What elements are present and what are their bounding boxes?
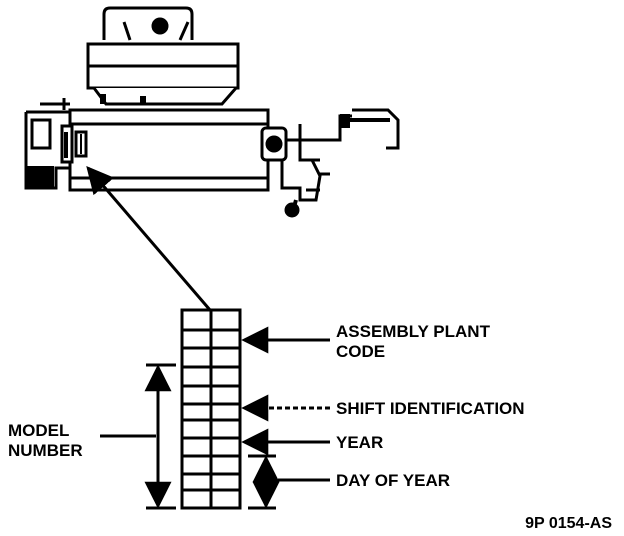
shift-identification-label: SHIFT IDENTIFICATION bbox=[336, 399, 525, 418]
day-of-year-bracket bbox=[248, 454, 330, 510]
model-label: MODEL bbox=[8, 421, 69, 440]
model-number-bracket bbox=[100, 363, 176, 510]
figure-number: 9P 0154-AS bbox=[525, 515, 612, 532]
carburetor-illustration bbox=[24, 6, 400, 218]
assembly-plant-code-label: CODE bbox=[336, 342, 385, 361]
year-label: YEAR bbox=[336, 433, 383, 452]
day-of-year-label: DAY OF YEAR bbox=[336, 471, 450, 490]
assembly-plant-label: ASSEMBLY PLANT bbox=[336, 322, 491, 341]
id-tag-grid bbox=[180, 308, 242, 510]
callout-arrows bbox=[241, 326, 330, 456]
tag-pointer-arrow bbox=[86, 165, 212, 311]
number-label: NUMBER bbox=[8, 441, 83, 460]
